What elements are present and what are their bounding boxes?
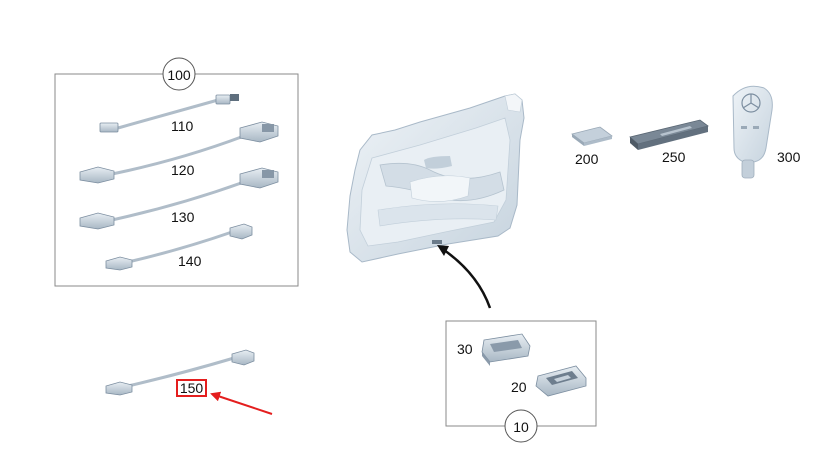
part-20-label: 20 (511, 379, 527, 395)
highlight-arrow (210, 391, 273, 415)
part-130-label: 130 (171, 209, 195, 225)
part-150-highlight-box (176, 379, 207, 397)
part-300-charger[interactable] (732, 85, 773, 179)
part-250-label: 250 (662, 149, 686, 165)
part-30-socket[interactable] (481, 333, 531, 366)
group-100: 100 (54, 57, 299, 287)
usb-port-mark (432, 240, 442, 244)
door-pointer-arrow (437, 245, 492, 309)
part-200-label: 200 (575, 151, 599, 167)
part-120-cable[interactable] (79, 121, 279, 184)
part-250-usb-stick[interactable] (629, 119, 709, 150)
part-120-label: 120 (171, 162, 195, 178)
part-30-label: 30 (457, 341, 473, 357)
part-130-cable[interactable] (79, 167, 279, 230)
part-300-label: 300 (777, 149, 801, 165)
part-150-label[interactable]: 150 (180, 380, 204, 396)
part-110-cable[interactable] (99, 94, 239, 133)
part-20-module[interactable] (535, 365, 587, 397)
part-140-label: 140 (178, 253, 202, 269)
part-150-cable[interactable] (105, 349, 255, 396)
part-140-cable[interactable] (105, 223, 253, 271)
group-10: 10 (445, 320, 597, 443)
part-200-pad[interactable] (571, 126, 613, 146)
group-100-label: 100 (167, 67, 191, 83)
door-panel[interactable] (346, 93, 525, 263)
group-100-bubble[interactable] (162, 57, 196, 91)
part-110-label: 110 (171, 118, 194, 134)
group-10-label: 10 (513, 419, 529, 435)
group-10-bubble[interactable] (504, 409, 538, 443)
